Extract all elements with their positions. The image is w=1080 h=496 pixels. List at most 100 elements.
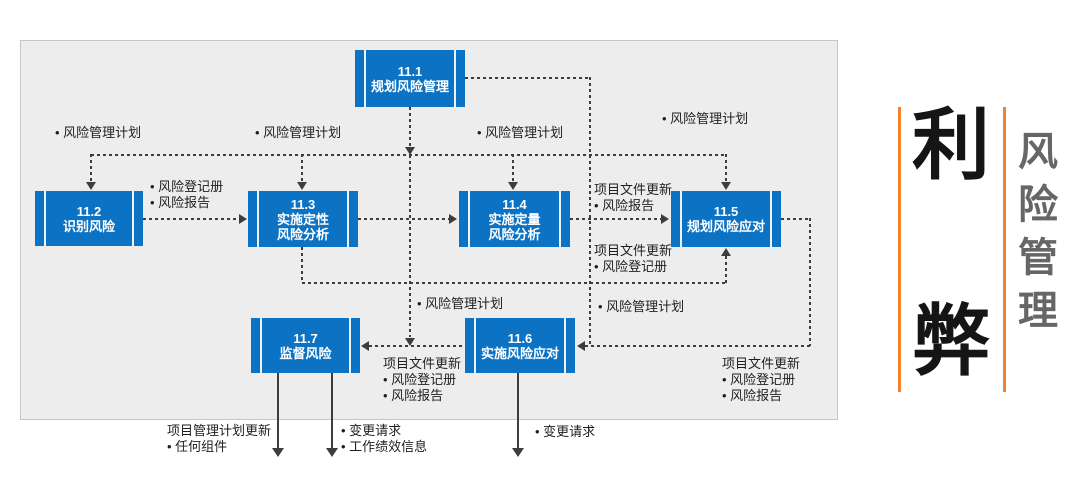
arrowhead <box>449 214 457 224</box>
io-label-line: • 风险登记册 <box>594 259 668 274</box>
process-id: 11.5 <box>713 204 739 219</box>
connector-11-5-right <box>781 218 811 220</box>
io-label-line: • 风险管理计划 <box>598 299 685 314</box>
io-label-line: • 风险登记册 <box>150 179 224 194</box>
process-id: 11.2 <box>76 203 102 219</box>
process-box-11-7: 11.7 监督风险 <box>251 318 360 373</box>
arrowhead <box>272 448 284 457</box>
connector-drop-11-5 <box>725 154 727 182</box>
process-name: 监督风险 <box>279 345 332 361</box>
io-label-line: • 风险登记册 <box>383 372 457 387</box>
process-name: 实施定性 <box>276 211 329 227</box>
process-box-11-6: 11.6 实施风险应对 <box>465 318 575 373</box>
io-label-line: 项目文件更新 <box>594 182 673 197</box>
io-label-line: • 变更请求 <box>535 424 596 439</box>
connector-drop-11-3 <box>301 154 303 182</box>
arrowhead <box>721 182 731 190</box>
connector-bus-top <box>91 154 726 156</box>
connector-11-6-to-11-7 <box>369 345 465 347</box>
accent-line-left <box>898 107 901 392</box>
arrowhead <box>508 182 518 190</box>
vertical-title: 风险管理 <box>1018 130 1058 333</box>
io-label-line: • 风险管理计划 <box>477 125 564 140</box>
process-name: 风险分析 <box>276 226 329 242</box>
io-label-line: • 风险报告 <box>722 388 783 403</box>
io-label: 项目文件更新 • 风险登记册 • 风险报告 <box>383 356 461 404</box>
output-line-11-6 <box>517 373 519 449</box>
io-label-line: • 风险管理计划 <box>255 125 342 140</box>
io-label-line: 项目文件更新 <box>722 356 801 371</box>
io-label: • 变更请求 <box>535 424 595 440</box>
io-label: • 变更请求 • 工作绩效信息 <box>341 423 427 455</box>
io-label: 项目文件更新 • 风险登记册 <box>594 243 672 275</box>
arrowhead <box>86 182 96 190</box>
arrowhead <box>361 341 369 351</box>
arrowhead <box>661 214 669 224</box>
arrowhead <box>297 182 307 190</box>
io-label: • 风险管理计划 <box>55 125 141 141</box>
process-name: 规划风险应对 <box>686 219 765 234</box>
process-name: 风险分析 <box>488 226 541 242</box>
con-character: 弊 <box>911 297 990 385</box>
connector-into-11-6 <box>585 345 811 347</box>
arrowhead <box>326 448 338 457</box>
connector-11-1-right <box>465 77 591 79</box>
process-name: 识别风险 <box>62 218 115 234</box>
io-label-line: • 风险登记册 <box>722 372 796 387</box>
io-label: • 风险管理计划 <box>255 125 341 141</box>
io-label: • 风险管理计划 <box>598 299 684 315</box>
io-label-line: • 风险管理计划 <box>417 296 504 311</box>
io-label-line: 项目文件更新 <box>594 243 673 258</box>
process-name: 规划风险管理 <box>370 78 449 94</box>
io-label-line: • 任何组件 <box>167 439 228 454</box>
arrowhead <box>239 214 247 224</box>
connector-drop-11-2 <box>90 154 92 182</box>
process-box-11-5: 11.5 规划风险应对 <box>671 191 781 247</box>
io-label: • 风险管理计划 <box>477 125 563 141</box>
connector-vertical-810 <box>809 218 811 346</box>
io-label-line: • 风险管理计划 <box>662 111 749 126</box>
arrowhead <box>512 448 524 457</box>
accent-line-right <box>1003 107 1006 392</box>
io-label-line: • 风险报告 <box>594 198 655 213</box>
output-line-11-7-a <box>277 373 279 449</box>
connector-11-3-to-11-4 <box>358 218 449 220</box>
io-label-line: 项目文件更新 <box>383 356 462 371</box>
arrowhead <box>577 341 585 351</box>
process-name: 实施定量 <box>488 211 541 227</box>
process-id: 11.3 <box>290 196 316 212</box>
io-label-line: • 风险报告 <box>383 388 444 403</box>
io-label-line: • 工作绩效信息 <box>341 439 428 454</box>
process-id: 11.1 <box>397 63 423 79</box>
io-label-line: • 风险报告 <box>150 195 211 210</box>
process-id: 11.7 <box>293 330 318 346</box>
io-label: • 风险管理计划 <box>417 296 503 312</box>
process-id: 11.4 <box>502 196 527 212</box>
pro-character: 利 <box>911 101 990 189</box>
connector-vertical-center <box>409 155 411 337</box>
io-label: • 风险登记册 • 风险报告 <box>150 179 223 211</box>
connector-11-3-down <box>301 247 303 283</box>
connector-vertical-590 <box>589 77 591 346</box>
output-line-11-7-b <box>331 373 333 449</box>
connector-drop-11-4 <box>512 154 514 182</box>
connector-up-11-5 <box>725 256 727 283</box>
connector-11-4-to-11-5 <box>570 218 661 220</box>
process-box-11-1: 11.1 规划风险管理 <box>355 50 465 107</box>
process-box-11-4: 11.4 实施定量 风险分析 <box>459 191 570 247</box>
io-label-line: 项目管理计划更新 <box>167 423 272 438</box>
arrowhead <box>405 338 415 346</box>
connector-11-1-down <box>409 107 411 147</box>
connector-bus-mid <box>302 282 726 284</box>
io-label: 项目管理计划更新 • 任何组件 <box>167 423 271 455</box>
io-label-line: • 风险管理计划 <box>55 125 142 140</box>
process-box-11-3: 11.3 实施定性 风险分析 <box>248 191 358 247</box>
process-box-11-2: 11.2 识别风险 <box>35 191 143 246</box>
io-label: 项目文件更新 • 风险报告 <box>594 182 672 214</box>
io-label: 项目文件更新 • 风险登记册 • 风险报告 <box>722 356 800 404</box>
process-name: 实施风险应对 <box>480 345 559 361</box>
io-label-line: • 变更请求 <box>341 423 402 438</box>
connector-11-2-to-11-3 <box>143 218 239 220</box>
arrowhead <box>405 147 415 155</box>
